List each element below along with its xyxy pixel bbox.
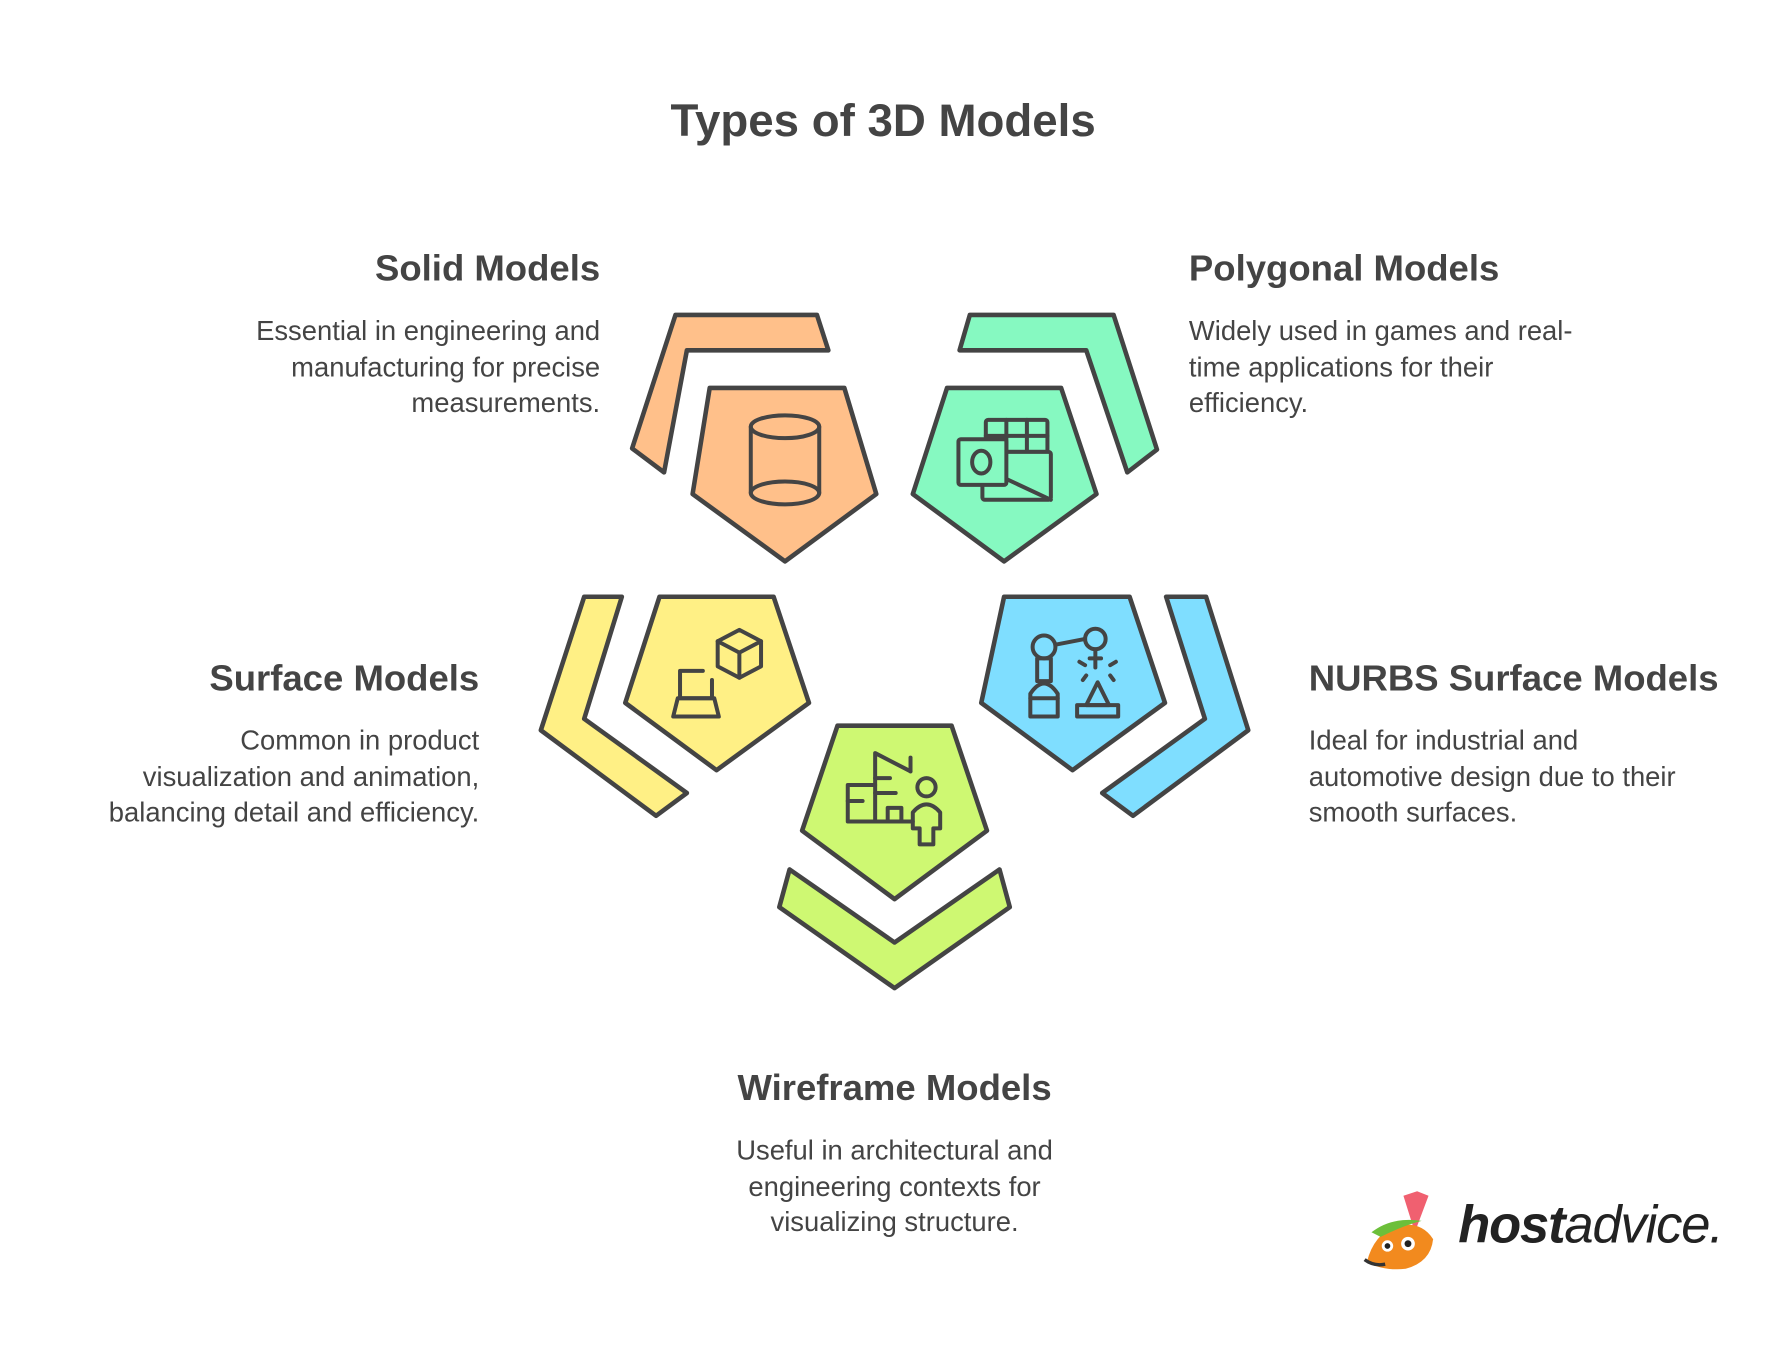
polygonal-models-block: Polygonal Models Widely used in games an… — [1189, 248, 1573, 422]
cylinder-icon — [748, 413, 822, 507]
fox-mascot-icon — [1363, 1191, 1434, 1270]
nurbs-bracket — [1099, 594, 1251, 819]
surface-pentagon — [622, 594, 812, 773]
solid-pentagon — [690, 385, 879, 564]
surface-bracket — [538, 594, 690, 819]
page-title: Types of 3D Models — [670, 95, 1096, 147]
robot-arm-icon — [1028, 626, 1121, 719]
polygonal-models-heading: Polygonal Models — [1188, 247, 1500, 289]
wireframe-models-heading: Wireframe Models — [737, 1066, 1052, 1108]
solid-bracket — [629, 312, 831, 475]
nurbs-pentagon — [978, 594, 1168, 773]
nurbs-models-heading: NURBS Surface Models — [1308, 657, 1719, 699]
nurbs-models-block: NURBS Surface Models Ideal for industria… — [1309, 657, 1719, 831]
surface-models-heading: Surface Models — [209, 657, 480, 699]
solid-models-block: Solid Models Essential in engineering an… — [256, 248, 600, 422]
wireframe-bracket — [777, 867, 1013, 991]
solid-models-heading: Solid Models — [374, 247, 601, 289]
laptop-cube-icon — [671, 627, 764, 719]
polygonal-bracket — [957, 312, 1160, 475]
polygonal-models-description: Widely used in games and real-time appli… — [1188, 316, 1573, 419]
hostadvice-logo: hostadvice. — [1358, 1187, 1746, 1278]
wireframe-pentagon — [799, 723, 990, 902]
building-person-icon — [845, 751, 943, 847]
outlook-grid-icon — [956, 417, 1053, 502]
wireframe-models-block: Wireframe Models Useful in architectural… — [666, 1067, 1122, 1241]
logo-wordmark: hostadvice. — [1458, 1194, 1724, 1254]
